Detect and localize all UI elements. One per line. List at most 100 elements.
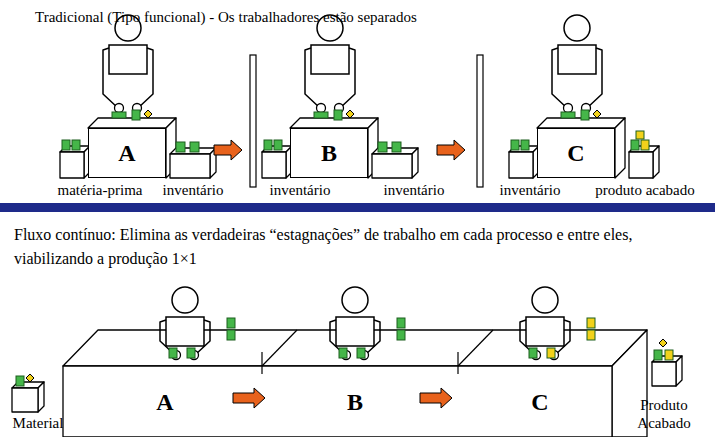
worker-arm [587,48,602,108]
part-item [227,330,235,340]
part-item [378,142,387,152]
part-item [132,110,140,120]
inventory-bin-side [412,148,418,178]
inventory-bin-front [372,154,412,178]
part-diamond [144,110,152,118]
part-item [62,140,70,150]
bin-label: produto acabado [595,181,695,199]
part-item [587,330,595,340]
worker-torso [166,317,204,346]
flow-arrow [437,140,465,160]
worker-arm [340,48,355,108]
part-item [72,140,80,150]
bin-label: inventário [384,181,445,199]
finished-bin-front [629,152,653,178]
material-box-side [38,382,44,412]
bench-segment: B [330,384,380,420]
divider-bar [0,203,715,212]
panel-heading: Fluxo contínuo: Elimina as verdadeiras “… [14,223,704,271]
finished-box-side [676,356,682,386]
worker-head [342,287,368,313]
part-item [397,318,405,328]
worker-figure [520,287,570,360]
part-item [169,348,177,358]
worker-arm [555,320,570,355]
bench-segment: A [140,384,190,420]
part-item [511,140,519,150]
part-item [274,140,282,150]
station-letter: C [567,140,584,166]
worker-arm [138,48,153,108]
station-letter: A [156,389,173,415]
worker-figure [103,15,153,113]
worker-torso [558,45,596,74]
table-side [615,118,625,178]
part-diamond [346,110,354,118]
part-item [190,142,199,152]
panel-heading: Tradicional (Tipo funcional) - Os trabal… [35,8,417,26]
material-box-front [12,388,38,412]
flow-arrow [214,140,242,160]
part-item [636,131,644,139]
part-item [112,112,126,118]
worker-figure [330,287,380,360]
station-letter: A [118,140,135,166]
part-item [581,110,589,120]
part-item [587,318,595,328]
material-bin-front [509,152,533,178]
part-item [264,140,272,150]
bin-label: inventário [500,181,561,199]
part-item [665,350,673,360]
part-item [176,142,185,152]
worker-hand [564,104,573,113]
worker-torso [336,317,374,346]
station-letter: B [321,140,337,166]
part-item [392,142,401,152]
worker-figure [305,15,355,113]
worker-head [532,287,558,313]
bin-label: matéria-prima [58,181,143,199]
part-diamond [659,339,667,347]
worker-torso [311,45,349,74]
worker-torso [526,317,564,346]
part-diamond [26,374,34,382]
part-item [187,348,195,358]
material-label: Material [13,414,64,432]
bench-front [63,366,612,437]
flow-arrow [420,388,452,408]
worker-torso [109,45,147,74]
bin-label: inventário [163,181,224,199]
part-item [334,110,342,120]
worker-head [564,15,590,41]
part-item [654,350,662,360]
station-letter: C [531,389,548,415]
bench-divider-tick [457,352,458,374]
workstation-table: A [88,128,166,178]
worker-hand [115,104,124,113]
flow-arrow [233,388,265,408]
worker-arm [552,48,567,108]
part-item [357,348,365,358]
part-diamond [593,110,601,118]
bin-label: inventário [270,181,331,199]
worker-hand [317,104,326,113]
finished-bin-side [653,146,659,178]
inventory-bin-front [170,154,210,178]
worker-arm [305,48,320,108]
bench-segment: C [515,384,565,420]
worker-figure [552,15,602,113]
worker-head [172,287,198,313]
finished-box-front [652,362,676,386]
part-item [529,348,537,358]
part-item [314,112,328,118]
part-item [397,330,405,340]
worker-arm [103,48,118,108]
part-item [521,140,529,150]
separator-wall [477,55,483,187]
part-item [631,140,639,150]
part-item [227,318,235,328]
part-item [339,348,347,358]
worker-arm [365,320,380,355]
